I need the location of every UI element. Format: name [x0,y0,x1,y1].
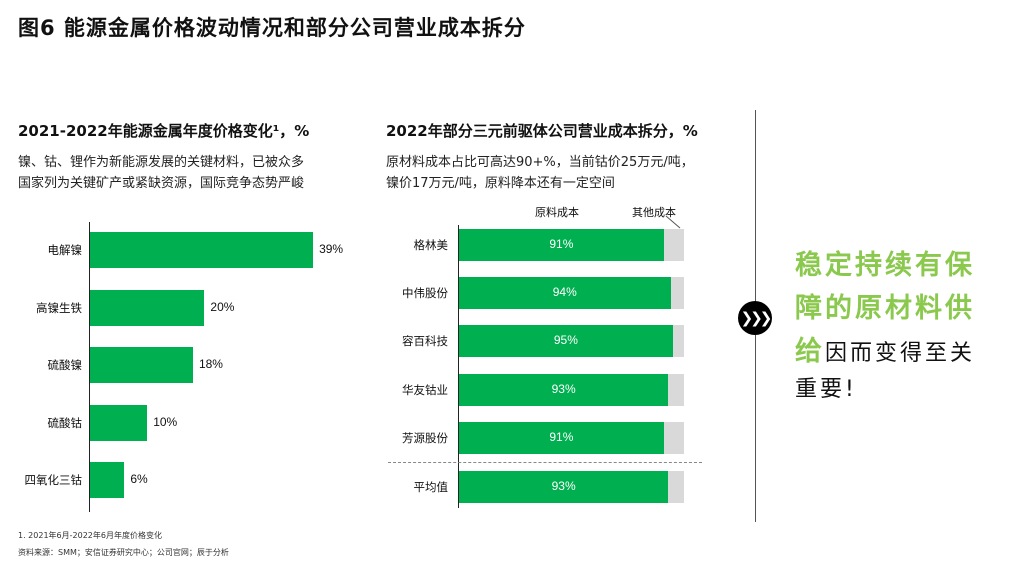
right-desc-line-2: 镍价17万元/吨，原料降本还有一定空间 [386,176,615,191]
left-desc-line-2: 国家列为关键矿产或紧缺资源，国际竞争态势严峻 [18,176,305,191]
bar-other-cost [663,421,684,454]
bar-raw-cost [459,373,669,406]
category-label: 平均值 [413,479,449,494]
legend-leader-line [665,215,681,229]
left-chart-title: 2021-2022年能源金属年度价格变化¹，% [18,122,310,140]
category-label: 格林美 [413,238,449,252]
data-label: 20% [210,299,235,314]
data-label: 93% [551,381,576,396]
data-label: 91% [549,429,574,444]
bar-raw-cost [459,277,671,310]
data-label: 94% [552,285,577,300]
legend-other-cost: 其他成本 [632,206,676,219]
conclusion-line-3b: 因而变得至关 [825,341,976,366]
legend-raw-cost: 原料成本 [535,206,579,219]
conclusion-line-2: 障的原材料供 [795,293,975,324]
bar-other-cost [668,373,684,406]
data-label: 95% [553,333,578,348]
bar-other-cost [672,325,684,358]
category-label: 容百科技 [402,334,448,349]
source-note: 资料来源：SMM；安信证券研究中心；公司官网；辰于分析 [18,548,229,557]
data-label: 91% [549,237,574,251]
bar-raw-cost [459,421,664,454]
bar [90,232,314,268]
bar-raw-cost [459,470,669,503]
conclusion-line-1: 稳定持续有保 [795,250,975,281]
page-title: 图6 能源金属价格波动情况和部分公司营业成本拆分 [18,16,526,40]
data-label: 18% [198,357,223,371]
left-axis [89,222,90,512]
category-label: 华友钴业 [402,382,448,397]
bar-other-cost [670,277,684,310]
category-label: 芳源股份 [402,430,448,445]
conclusion-line-4: 重要! [795,377,857,402]
category-label: 硫酸钴 [47,415,83,430]
bar-other-cost [668,470,684,503]
right-axis [458,225,459,508]
category-label: 四氧化三钴 [24,473,83,487]
bar [90,404,148,441]
footnote: 1. 2021年6月-2022年6月年度价格变化 [18,531,162,540]
left-desc-line-1: 镍、钴、锂作为新能源发展的关键材料，已被众多 [18,155,305,170]
category-label: 中伟股份 [402,286,448,301]
right-desc-line-1: 原材料成本占比可高达90+%，当前钴价25万元/吨， [386,155,694,170]
bar-raw-cost [459,229,664,261]
data-label: 10% [153,414,178,429]
triple-chevron-right-icon: ❯❯❯ [738,301,772,335]
bar [90,347,193,383]
bar-raw-cost [459,325,673,358]
bar [90,289,205,326]
category-label: 电解镍 [47,243,83,257]
category-label: 高镍生铁 [36,300,82,315]
bar [90,462,125,498]
right-chart-title: 2022年部分三元前驱体公司营业成本拆分，% [386,122,698,140]
category-label: 硫酸镍 [47,358,83,372]
data-label: 39% [319,242,344,256]
data-label: 6% [130,472,148,486]
bar-other-cost [663,229,684,261]
conclusion-line-3: 给 [795,336,825,367]
average-divider [388,462,702,463]
data-label: 93% [551,478,576,493]
